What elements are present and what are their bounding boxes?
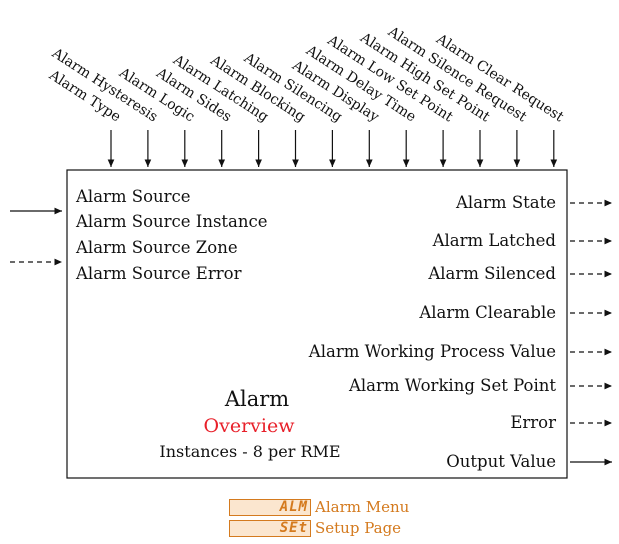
output-label: Alarm Working Set Point	[348, 376, 556, 395]
output-label: Alarm State	[455, 193, 556, 212]
output-label: Alarm Clearable	[418, 303, 556, 322]
function-block	[66, 169, 568, 479]
output-label: Alarm Working Process Value	[308, 342, 556, 361]
instances-note: Instances - 8 per RME	[159, 442, 340, 461]
left-input-label: Alarm Source Instance	[75, 212, 268, 231]
left-input-label: Alarm Source Zone	[75, 238, 238, 257]
legend-setup-page: SEt Setup Page	[229, 519, 401, 537]
left-input-labels: Alarm Source Alarm Source Instance Alarm…	[75, 187, 268, 283]
setup-page-label: Setup Page	[315, 519, 402, 537]
output-label: Error	[510, 413, 556, 432]
block-title: Alarm	[224, 387, 289, 411]
alarm-menu-label: Alarm Menu	[315, 498, 410, 516]
legend-alarm-menu: ALM Alarm Menu	[229, 498, 409, 516]
alarm-menu-code-badge: ALM	[229, 498, 311, 516]
output-label: Alarm Silenced	[427, 264, 556, 283]
output-label: Alarm Latched	[432, 231, 557, 250]
block-subtitle: Overview	[204, 415, 296, 437]
setup-page-code-badge: SEt	[229, 519, 311, 537]
left-input-label: Alarm Source	[75, 187, 191, 206]
left-input-label: Alarm Source Error	[75, 264, 242, 283]
output-label: Output Value	[446, 452, 556, 471]
